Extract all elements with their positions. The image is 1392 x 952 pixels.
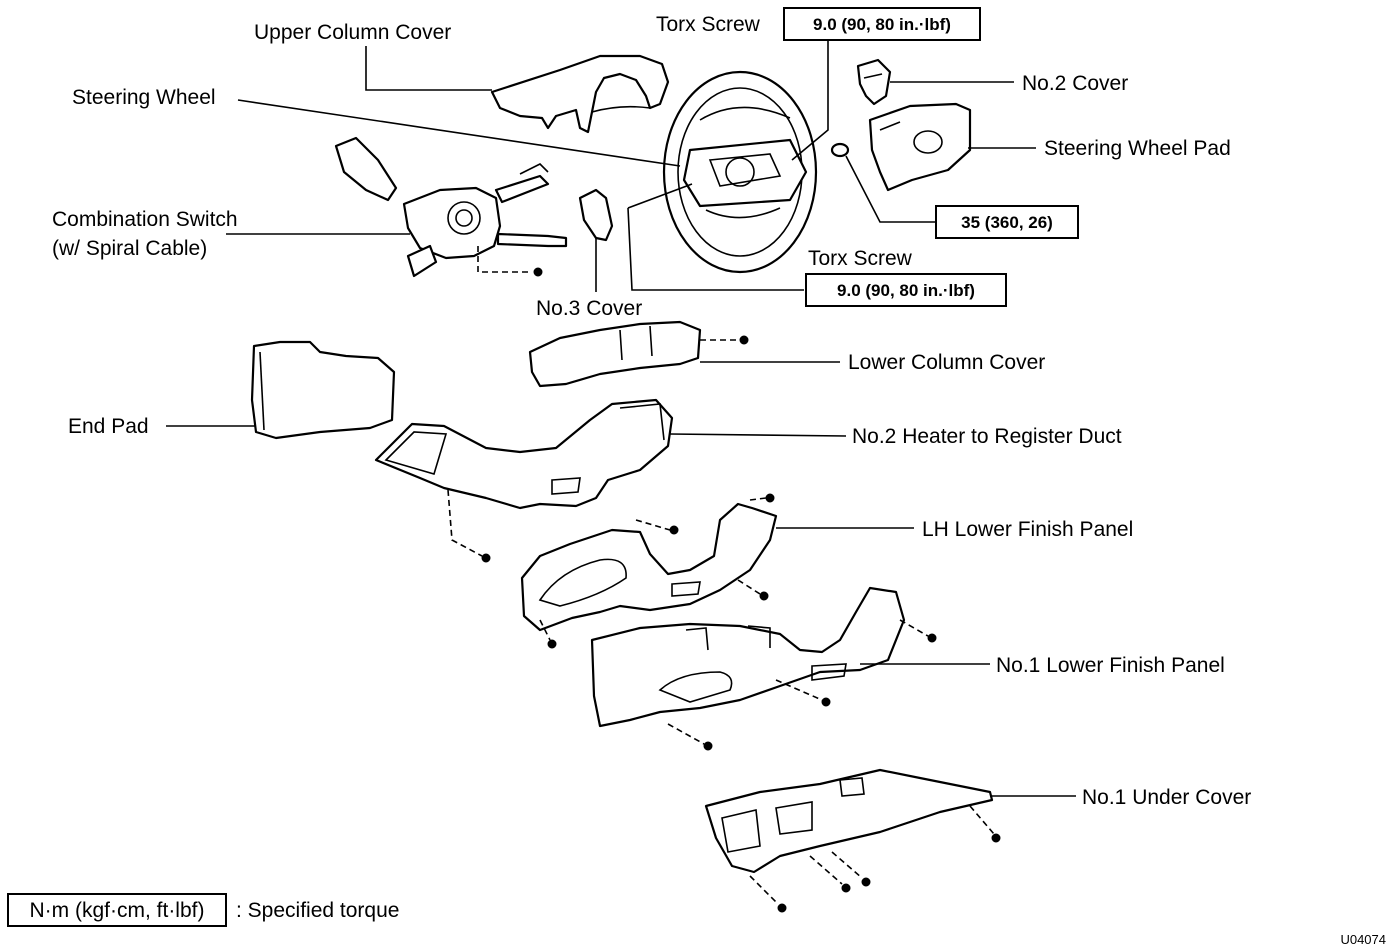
lh-lower-finish-panel-part	[520, 502, 778, 632]
leader-torx-bottom	[627, 183, 804, 291]
no2-cover-part	[856, 58, 892, 106]
bolt	[927, 633, 937, 643]
svg-text:9.0 (90, 80 in.·lbf): 9.0 (90, 80 in.·lbf)	[813, 15, 951, 34]
bolt	[991, 833, 1001, 843]
label-lower-column-cover: Lower Column Cover	[848, 351, 1045, 374]
label-combination-switch-note: (w/ Spiral Cable)	[52, 237, 207, 260]
bolt	[703, 741, 713, 751]
leader-nut	[845, 155, 936, 223]
leader-heater-duct	[669, 433, 847, 437]
torque-spec-torx-top: 9.0 (90, 80 in.·lbf)	[783, 7, 981, 41]
legend-unit-box: N·m (kgf·cm, ft·lbf)	[30, 899, 205, 922]
bolts	[481, 267, 1001, 913]
figure-code: U04074	[1340, 932, 1386, 947]
bolt	[821, 697, 831, 707]
bolt	[739, 335, 749, 345]
assembly-dash-lines	[447, 246, 995, 905]
leader-lines	[166, 40, 1076, 797]
bolt	[669, 525, 679, 535]
label-no1-lower-finish-panel: No.1 Lower Finish Panel	[996, 654, 1225, 677]
label-steering-wheel: Steering Wheel	[72, 86, 216, 109]
leader-torx-top	[791, 40, 829, 161]
steering-wheel-pad-part	[868, 102, 972, 192]
svg-text:35 (360, 26): 35 (360, 26)	[961, 213, 1053, 232]
legend-description: : Specified torque	[236, 899, 399, 922]
steering-wheel-part	[662, 70, 818, 274]
label-no3-cover: No.3 Cover	[536, 297, 642, 320]
no1-under-cover-part	[704, 768, 994, 874]
end-pad-part	[250, 340, 396, 440]
bolt	[759, 591, 769, 601]
bolt	[547, 639, 557, 649]
leader-upper-column-cover	[365, 46, 492, 91]
bolt	[765, 493, 775, 503]
bolt	[841, 883, 851, 893]
label-torx-screw-bottom: Torx Screw	[808, 247, 913, 270]
label-combination-switch: Combination Switch	[52, 208, 238, 231]
label-end-pad: End Pad	[68, 415, 149, 438]
torque-spec-nut: 35 (360, 26)	[935, 205, 1079, 239]
label-lh-lower-finish-panel: LH Lower Finish Panel	[922, 518, 1133, 541]
label-upper-column-cover: Upper Column Cover	[254, 21, 451, 44]
nut-part	[830, 142, 850, 158]
no3-cover-part	[578, 188, 614, 242]
bolt	[861, 877, 871, 887]
torque-spec-torx-bottom: 9.0 (90, 80 in.·lbf)	[805, 273, 1007, 307]
svg-text:9.0 (90, 80 in.·lbf): 9.0 (90, 80 in.·lbf)	[837, 281, 975, 300]
combination-switch-part	[334, 136, 568, 278]
torque-legend: N·m (kgf·cm, ft·lbf) : Specified torque	[7, 893, 399, 927]
heater-duct-part	[374, 398, 674, 510]
bolt	[777, 903, 787, 913]
label-steering-wheel-pad: Steering Wheel Pad	[1044, 137, 1231, 160]
bolt	[533, 267, 543, 277]
label-no1-under-cover: No.1 Under Cover	[1082, 786, 1251, 809]
label-no2-cover: No.2 Cover	[1022, 72, 1128, 95]
label-heater-duct: No.2 Heater to Register Duct	[852, 425, 1122, 448]
leader-steering-wheel	[237, 99, 681, 167]
upper-column-cover-part	[490, 54, 670, 134]
lower-column-cover-part	[528, 320, 702, 388]
bolt	[481, 553, 491, 563]
no1-lower-finish-panel-part	[590, 586, 906, 728]
label-torx-screw-top: Torx Screw	[656, 13, 761, 36]
